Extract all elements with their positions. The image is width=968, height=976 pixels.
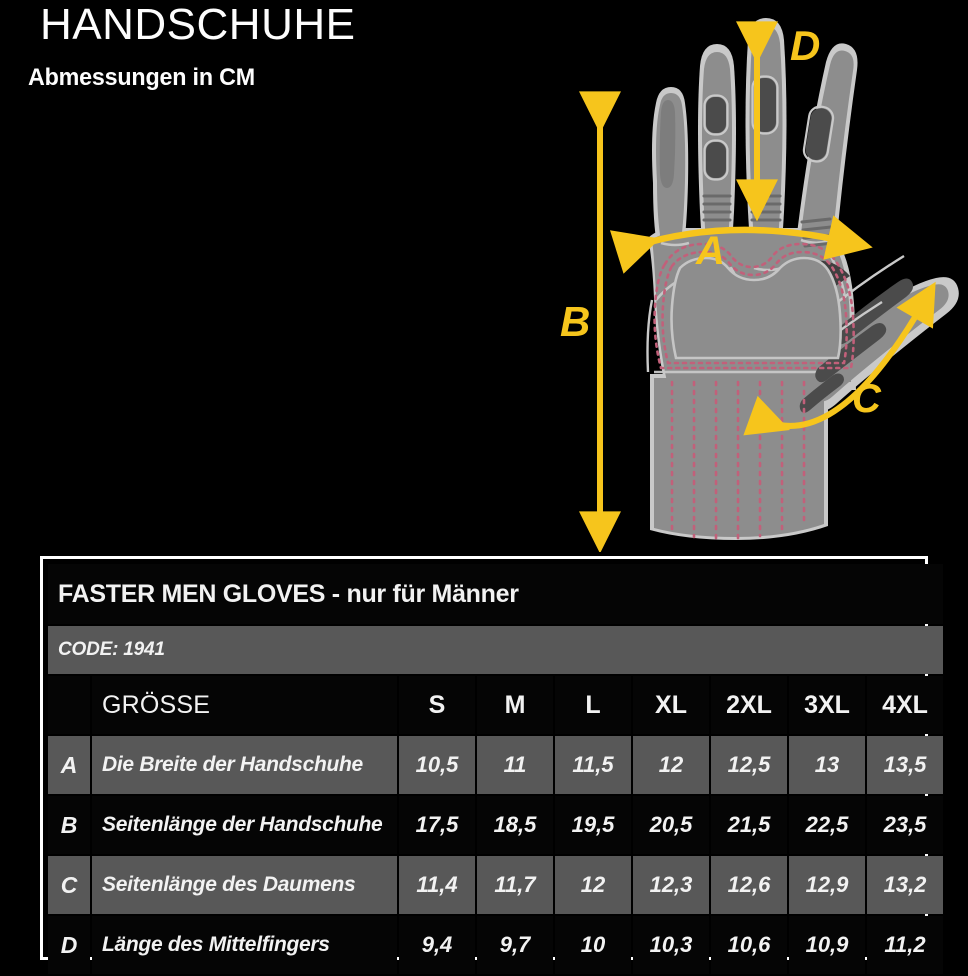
- table-caption-row: FASTER MEN GLOVES - nur für Männer: [48, 564, 944, 624]
- cell-d-m: 9,7: [477, 916, 553, 974]
- row-description-a: Die Breite der Handschuhe: [92, 736, 397, 794]
- cell-a-xl: 12: [633, 736, 709, 794]
- page-title: HANDSCHUHE: [40, 0, 356, 49]
- product-code: CODE: 1941: [48, 626, 944, 674]
- row-key-c: C: [48, 856, 90, 914]
- row-description-b: Seitenlänge der Handschuhe: [92, 796, 397, 854]
- row-description-c: Seitenlänge des Daumens: [92, 856, 397, 914]
- cell-d-xl: 10,3: [633, 916, 709, 974]
- cell-c-s: 11,4: [399, 856, 475, 914]
- cell-a-2xl: 12,5: [711, 736, 787, 794]
- measurement-arrows: D A B C: [560, 21, 936, 552]
- page-subtitle: Abmessungen in CM: [28, 64, 255, 91]
- header-size-l: L: [555, 676, 631, 734]
- cell-b-2xl: 21,5: [711, 796, 787, 854]
- cell-b-3xl: 22,5: [789, 796, 865, 854]
- glove-measurement-illustration: D A B C: [540, 0, 968, 552]
- cell-a-3xl: 13: [789, 736, 865, 794]
- cell-c-xl: 12,3: [633, 856, 709, 914]
- cell-b-xl: 20,5: [633, 796, 709, 854]
- cell-a-s: 10,5: [399, 736, 475, 794]
- cell-c-m: 11,7: [477, 856, 553, 914]
- table-header-row: GRÖSSE S M L XL 2XL 3XL 4XL: [48, 676, 944, 734]
- header-key-cell: [48, 676, 90, 734]
- header-size-4xl: 4XL: [867, 676, 944, 734]
- header-size-m: M: [477, 676, 553, 734]
- cell-c-3xl: 12,9: [789, 856, 865, 914]
- table-row: A Die Breite der Handschuhe 10,5 11 11,5…: [48, 736, 944, 794]
- table-code-row: CODE: 1941: [48, 626, 944, 674]
- cell-b-m: 18,5: [477, 796, 553, 854]
- row-key-d: D: [48, 916, 90, 974]
- cell-d-4xl: 11,2: [867, 916, 944, 974]
- table-row: B Seitenlänge der Handschuhe 17,5 18,5 1…: [48, 796, 944, 854]
- size-table-frame: FASTER MEN GLOVES - nur für Männer CODE:…: [40, 556, 944, 974]
- cell-a-m: 11: [477, 736, 553, 794]
- row-key-a: A: [48, 736, 90, 794]
- cell-c-2xl: 12,6: [711, 856, 787, 914]
- cell-a-l: 11,5: [555, 736, 631, 794]
- arrow-c: [743, 281, 936, 436]
- header-size-s: S: [399, 676, 475, 734]
- row-description-d: Länge des Mittelfingers: [92, 916, 397, 974]
- table-row: C Seitenlänge des Daumens 11,4 11,7 12 1…: [48, 856, 944, 914]
- cell-d-s: 9,4: [399, 916, 475, 974]
- cell-c-4xl: 13,2: [867, 856, 944, 914]
- label-d: D: [790, 22, 820, 69]
- table-caption: FASTER MEN GLOVES - nur für Männer: [48, 564, 944, 624]
- cell-d-l: 10: [555, 916, 631, 974]
- header-description-cell: GRÖSSE: [92, 676, 397, 734]
- label-a: A: [695, 229, 725, 273]
- cell-a-4xl: 13,5: [867, 736, 944, 794]
- cell-c-l: 12: [555, 856, 631, 914]
- cell-d-3xl: 10,9: [789, 916, 865, 974]
- table-row: D Länge des Mittelfingers 9,4 9,7 10 10,…: [48, 916, 944, 974]
- arrow-a: [609, 215, 873, 274]
- size-table: FASTER MEN GLOVES - nur für Männer CODE:…: [46, 562, 945, 976]
- cell-b-4xl: 23,5: [867, 796, 944, 854]
- row-key-b: B: [48, 796, 90, 854]
- header-size-3xl: 3XL: [789, 676, 865, 734]
- header-size-xl: XL: [633, 676, 709, 734]
- header-size-2xl: 2XL: [711, 676, 787, 734]
- label-c: C: [852, 377, 882, 421]
- cell-b-s: 17,5: [399, 796, 475, 854]
- label-b: B: [560, 298, 590, 345]
- cell-d-2xl: 10,6: [711, 916, 787, 974]
- cell-b-l: 19,5: [555, 796, 631, 854]
